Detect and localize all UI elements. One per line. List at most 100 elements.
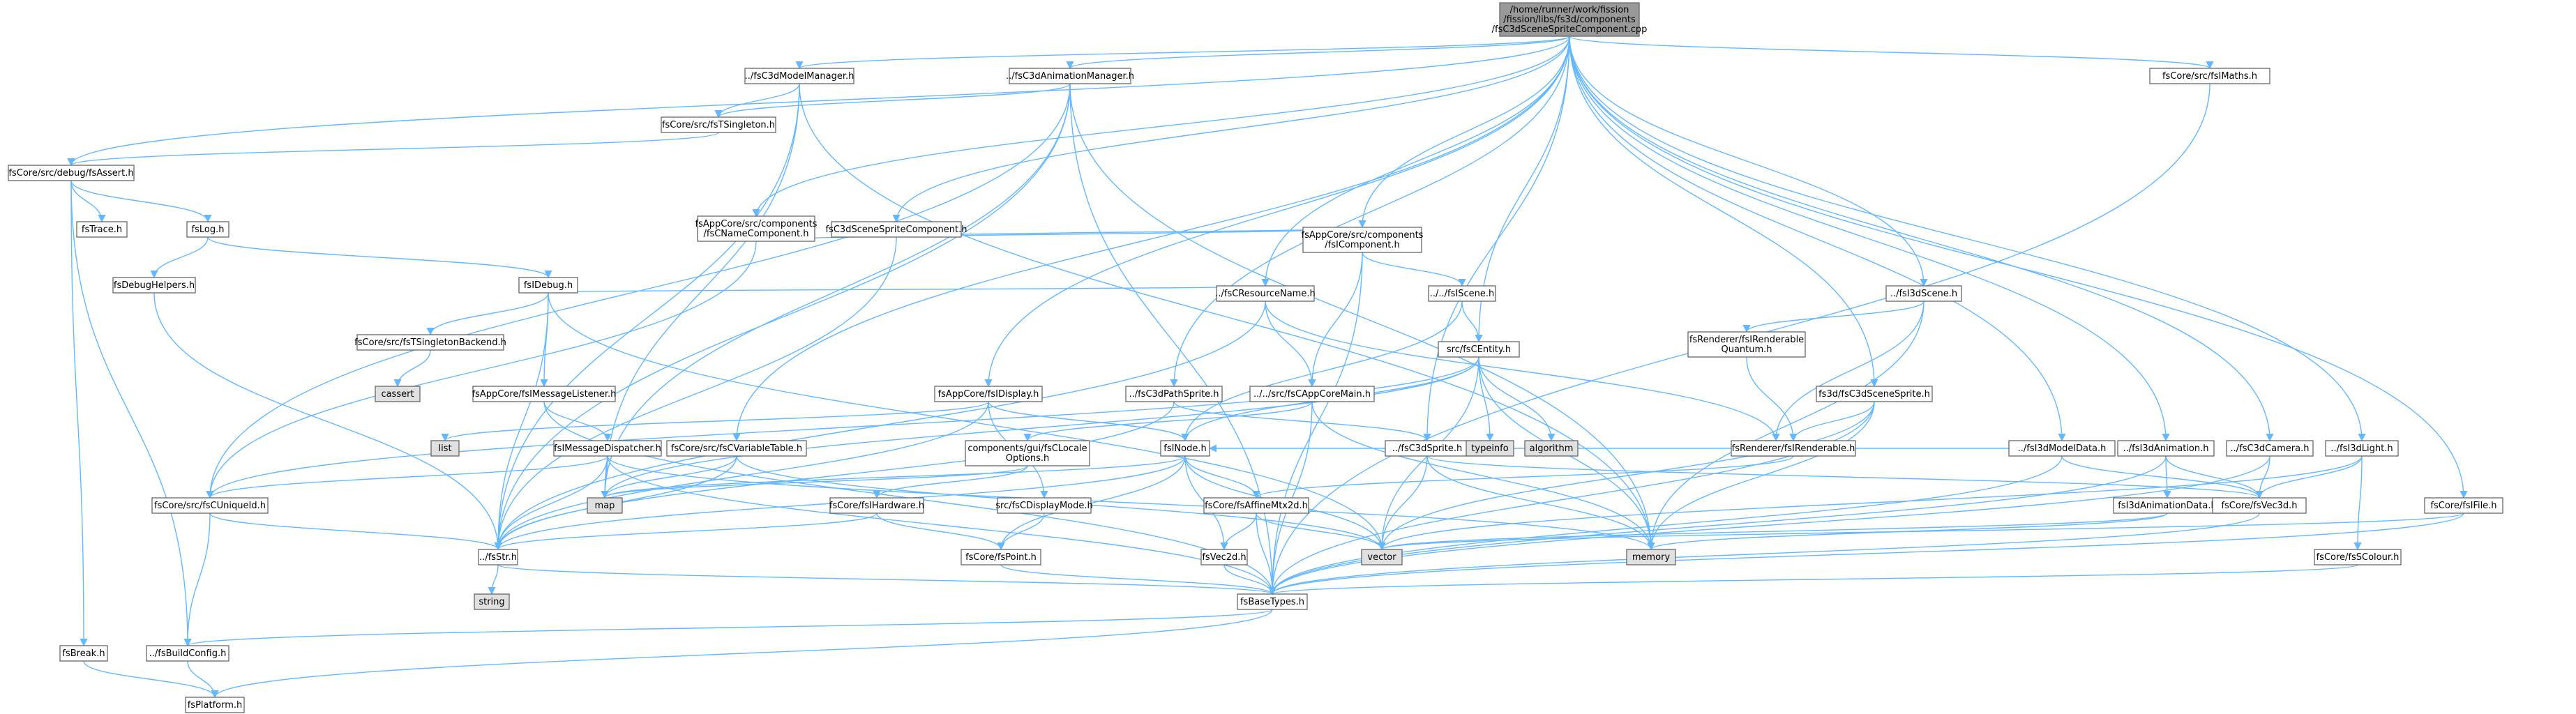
node-box-msgdispatcher bbox=[553, 440, 662, 457]
node-scenespritecomp[interactable]: fsC3dSceneSpriteComponent.h bbox=[826, 221, 967, 238]
node-box-resourcename bbox=[1216, 285, 1315, 302]
node-vec2d[interactable]: fsVec2d.h bbox=[1200, 549, 1248, 565]
node-camera[interactable]: ../fsC3dCamera.h bbox=[2226, 440, 2314, 457]
node-inode[interactable]: fsINode.h bbox=[1160, 440, 1210, 457]
node-label-scenesprite: fs3d/fsC3dSceneSprite.h bbox=[1818, 389, 1930, 400]
node-animmgr[interactable]: ../fsC3dAnimationManager.h bbox=[1006, 68, 1134, 84]
node-label-log: fsLog.h bbox=[192, 225, 225, 235]
node-trace[interactable]: fsTrace.h bbox=[76, 221, 128, 238]
node-scene3d[interactable]: ../fsI3dScene.h bbox=[1885, 285, 1962, 302]
node-light[interactable]: ../fsI3dLight.h bbox=[2325, 440, 2399, 457]
node-algorithm: algorithm bbox=[1524, 440, 1579, 457]
node-maths[interactable]: fsCore/src/fsIMaths.h bbox=[2149, 68, 2270, 84]
node-msglistener[interactable]: fsAppCore/fsIMessageListener.h bbox=[472, 386, 617, 402]
node-renderable[interactable]: fsRenderer/fsIRenderable.h bbox=[1731, 440, 1856, 457]
node-displaymode[interactable]: src/fsCDisplayMode.h bbox=[995, 497, 1093, 514]
node-label-buildconfig: ../fsBuildConfig.h bbox=[149, 648, 227, 659]
node-break[interactable]: fsBreak.h bbox=[59, 645, 108, 662]
node-animdata[interactable]: fsI3dAnimationData.h bbox=[2113, 497, 2222, 514]
node-idisplay[interactable]: fsAppCore/fsIDisplay.h bbox=[934, 386, 1043, 402]
node-layer: /home/runner/work/fission/fission/libs/f… bbox=[8, 2, 2503, 713]
node-box-camera bbox=[2226, 440, 2314, 457]
edge-modeldata-to-vec3d bbox=[2061, 455, 2264, 499]
edge-namecomp-to-uniqueid bbox=[206, 241, 757, 499]
node-vec3d[interactable]: fsCore/fsVec3d.h bbox=[2212, 497, 2307, 514]
edge-root-to-file bbox=[1569, 36, 2468, 499]
node-debughelpers[interactable]: fsDebugHelpers.h bbox=[112, 277, 196, 294]
edge-animmgr-to-singleton bbox=[714, 83, 1071, 119]
node-label-animation: ../fsI3dAnimation.h bbox=[2123, 443, 2209, 454]
node-iscene[interactable]: ../../fsIScene.h bbox=[1428, 285, 1496, 302]
node-singletonbackend[interactable]: fsCore/src/fsTSingletonBackend.h bbox=[354, 334, 506, 351]
node-cvariable[interactable]: fsCore/src/fsCVariableTable.h bbox=[666, 440, 807, 457]
edge-root-to-cvariable bbox=[732, 36, 1570, 442]
node-sprite[interactable]: ../fsC3dSprite.h bbox=[1385, 440, 1470, 457]
edge-modeldata-to-basetypes bbox=[1268, 455, 2063, 595]
node-resourcename[interactable]: ../fsCResourceName.h bbox=[1215, 285, 1316, 302]
node-box-debug bbox=[518, 277, 578, 294]
edge-camera-to-vec3d bbox=[2255, 455, 2270, 499]
node-label-camera: ../fsC3dCamera.h bbox=[2231, 443, 2310, 454]
edge-light-to-vector bbox=[1378, 455, 2363, 551]
edge-msgdispatcher-to-memory bbox=[607, 455, 1655, 551]
node-colour[interactable]: fsCore/fsSColour.h bbox=[2314, 549, 2402, 565]
edge-animdata-to-vector bbox=[1378, 512, 2168, 551]
node-basetypes[interactable]: fsBaseTypes.h bbox=[1237, 593, 1308, 610]
node-icomponent[interactable]: fsAppCore/src/components/fsIComponent.h bbox=[1302, 227, 1424, 253]
edge-displaymode-to-point bbox=[997, 512, 1045, 551]
node-buildconfig[interactable]: ../fsBuildConfig.h bbox=[146, 645, 229, 662]
node-scenesprite[interactable]: fs3d/fsC3dSceneSprite.h bbox=[1816, 386, 1933, 402]
node-modelmgr[interactable]: ../fsC3dModelManager.h bbox=[744, 68, 854, 84]
node-box-platform bbox=[185, 697, 245, 713]
node-pathsprite[interactable]: ../fsC3dPathSprite.h bbox=[1125, 386, 1223, 402]
node-file[interactable]: fsCore/fsIFile.h bbox=[2424, 497, 2503, 514]
edge-debug-to-vector bbox=[548, 292, 1386, 551]
node-hardware[interactable]: fsCore/fsIHardware.h bbox=[829, 497, 924, 514]
node-label-algorithm: algorithm bbox=[1530, 443, 1574, 454]
node-str[interactable]: ../fsStr.h bbox=[478, 549, 518, 565]
node-platform[interactable]: fsPlatform.h bbox=[185, 697, 245, 713]
edge-debug-to-singletonbackend bbox=[426, 292, 549, 336]
node-label-trace: fsTrace.h bbox=[82, 225, 122, 235]
node-box-algorithm bbox=[1524, 440, 1579, 457]
node-label-point: fsCore/fsPoint.h bbox=[965, 552, 1037, 563]
node-singleton[interactable]: fsCore/src/fsTSingleton.h bbox=[661, 116, 776, 133]
node-namecomp[interactable]: fsAppCore/src/components/fsCNameComponen… bbox=[695, 215, 818, 242]
node-label-string: string bbox=[479, 597, 504, 607]
node-box-scenespritecomp bbox=[831, 221, 962, 238]
node-box-scenesprite bbox=[1816, 386, 1933, 402]
node-box-light bbox=[2325, 440, 2399, 457]
node-modeldata[interactable]: ../fsI3dModelData.h bbox=[2008, 440, 2116, 457]
node-uniqueid[interactable]: fsCore/src/fsCUniqueId.h bbox=[151, 497, 269, 514]
node-label-break: fsBreak.h bbox=[62, 648, 105, 659]
node-box-trace bbox=[76, 221, 128, 238]
edge-icomponent-to-basetypes bbox=[1268, 252, 1363, 595]
node-label-inode: fsINode.h bbox=[1163, 443, 1206, 454]
node-box-renderable bbox=[1731, 440, 1856, 457]
node-animation[interactable]: ../fsI3dAnimation.h bbox=[2117, 440, 2215, 457]
edge-root-to-scenesprite bbox=[1569, 36, 1878, 388]
edge-singletonbackend-to-cassert bbox=[393, 349, 431, 388]
edge-root-to-maths bbox=[1569, 36, 2214, 70]
node-root[interactable]: /home/runner/work/fission/fission/libs/f… bbox=[1492, 2, 1648, 37]
node-label-root: /fission/libs/fs3d/components bbox=[1503, 15, 1636, 25]
node-msgdispatcher[interactable]: fsIMessageDispatcher.h bbox=[553, 440, 662, 457]
edge-root-to-icomponent bbox=[1358, 36, 1570, 229]
node-point[interactable]: fsCore/fsPoint.h bbox=[961, 549, 1041, 565]
node-box-str bbox=[478, 549, 518, 565]
node-assert[interactable]: fsCore/src/debug/fsAssert.h bbox=[8, 165, 135, 181]
edge-root-to-assert bbox=[67, 36, 1570, 167]
node-label-modeldata: ../fsI3dModelData.h bbox=[2018, 443, 2107, 454]
node-box-uniqueid bbox=[151, 497, 269, 514]
node-appcoremain[interactable]: ../../src/fsCAppCoreMain.h bbox=[1249, 386, 1375, 402]
node-label-platform: fsPlatform.h bbox=[188, 700, 243, 711]
node-entity[interactable]: src/fsCEntity.h bbox=[1438, 341, 1520, 358]
edge-inode-to-point bbox=[997, 455, 1186, 551]
edge-renderable-to-affine bbox=[1252, 455, 1794, 499]
node-affine[interactable]: fsCore/fsAffineMtx2d.h bbox=[1203, 497, 1309, 514]
node-log[interactable]: fsLog.h bbox=[186, 221, 229, 238]
node-box-renderquantum bbox=[1687, 331, 1806, 358]
node-debug[interactable]: fsIDebug.h bbox=[518, 277, 578, 294]
